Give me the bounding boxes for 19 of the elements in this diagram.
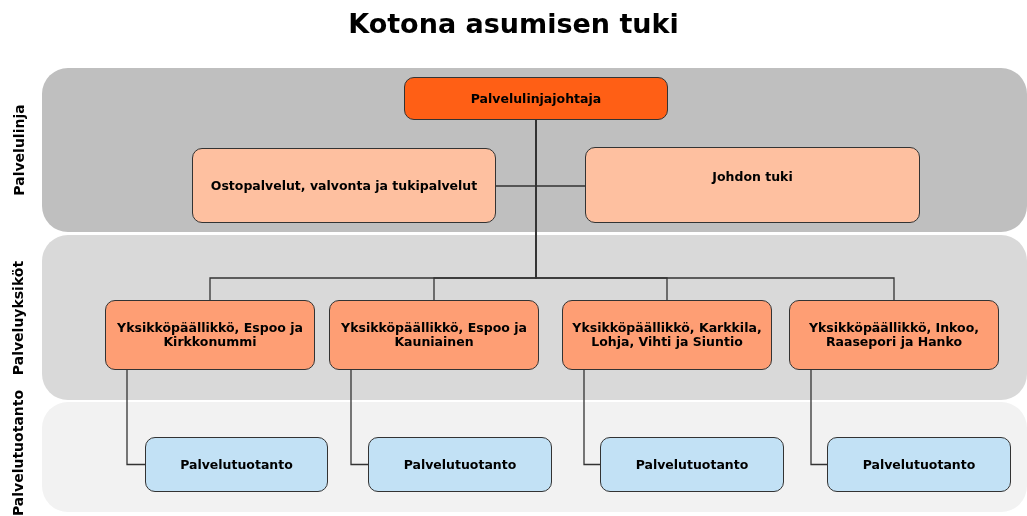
org-box: Ostopalvelut, valvonta ja tukipalvelut — [192, 148, 496, 223]
diagram-title: Kotona asumisen tuki — [347, 8, 680, 39]
connector-line — [350, 369, 369, 466]
org-box: Palvelutuotanto — [827, 437, 1011, 492]
lane-label: Palvelutuotanto — [10, 389, 27, 516]
org-box: Johdon tuki — [585, 147, 920, 223]
connector-line — [810, 369, 828, 466]
org-box: Palvelutuotanto — [600, 437, 784, 492]
connector-line — [126, 369, 146, 466]
org-box: Palvelutuotanto — [145, 437, 328, 492]
lane-label: Palvelulinja — [10, 104, 27, 196]
org-box: Yksikköpäällikkö, Karkkila, Lohja, Vihti ja Siuntio — [562, 300, 772, 370]
org-box: Palvelutuotanto — [368, 437, 552, 492]
org-box: Yksikköpäällikkö, Espoo ja Kirkkonummi — [105, 300, 315, 370]
org-box: Palvelulinjajohtaja — [404, 77, 668, 120]
connector-line — [583, 369, 601, 466]
lane-label: Palveluyksiköt — [10, 260, 27, 375]
org-box: Yksikköpäällikkö, Inkoo, Raasepori ja Hanko — [789, 300, 999, 370]
org-box: Yksikköpäällikkö, Espoo ja Kauniainen — [329, 300, 539, 370]
